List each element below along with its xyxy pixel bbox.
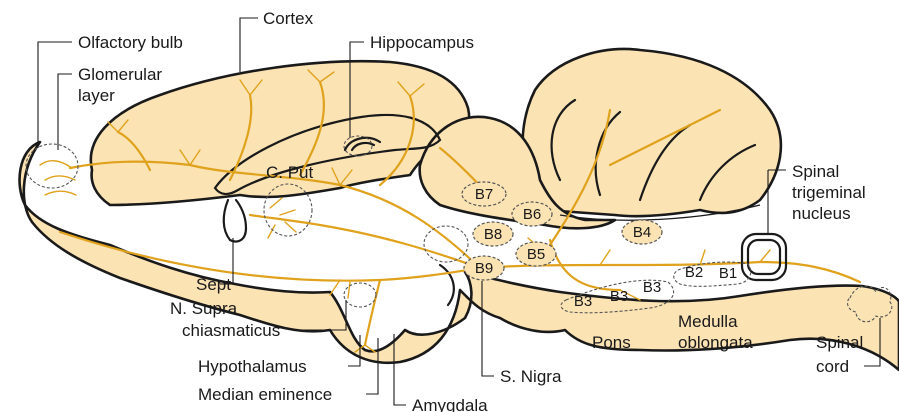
- label-spinal-cord-2: cord: [816, 357, 849, 376]
- label-glomerular-2: layer: [78, 86, 115, 105]
- label-hippocampus: Hippocampus: [370, 33, 474, 52]
- svg-text:B2: B2: [685, 264, 703, 281]
- label-olfactory-bulb: Olfactory bulb: [78, 33, 183, 52]
- nucleus-b9: B9: [464, 256, 504, 280]
- septum-fold: [224, 200, 246, 242]
- ventral-fold: [440, 265, 454, 305]
- label-spinal-cord-1: Spinal: [816, 333, 863, 352]
- svg-text:B4: B4: [633, 224, 651, 241]
- label-c-put: C. Put: [266, 163, 314, 182]
- svg-text:B3: B3: [610, 288, 628, 305]
- striatal-branch: [250, 215, 480, 268]
- nucleus-b2-b1: B2 B1: [674, 262, 751, 286]
- nucleus-b4: B4: [622, 220, 662, 244]
- nucleus-b8: B8: [473, 222, 513, 246]
- label-medulla-2: oblongata: [678, 333, 753, 352]
- label-glomerular-1: Glomerular: [78, 65, 162, 84]
- label-spinal-trig-3: nucleus: [792, 204, 851, 223]
- svg-text:B1: B1: [719, 265, 737, 282]
- leader-glomerular: [58, 74, 72, 150]
- label-median-eminence: Median eminence: [198, 385, 332, 404]
- olfactory-fibers: [40, 161, 76, 195]
- svg-text:B6: B6: [523, 206, 541, 223]
- hypothalamic-tract: [365, 280, 380, 345]
- label-n-supra-2: chiasmaticus: [182, 321, 280, 340]
- svg-text:B8: B8: [484, 226, 502, 243]
- svg-text:B3: B3: [574, 293, 592, 310]
- label-s-nigra: S. Nigra: [500, 367, 562, 386]
- leader-olfactory-bulb: [38, 42, 72, 148]
- glomerular-region: [26, 144, 78, 188]
- label-spinal-trig-2: trigeminal: [792, 183, 866, 202]
- label-pons: Pons: [592, 333, 631, 352]
- nucleus-b5: B5: [516, 242, 556, 266]
- svg-text:B5: B5: [527, 246, 545, 263]
- svg-text:B7: B7: [475, 186, 493, 203]
- leader-cortex: [240, 18, 258, 72]
- label-spinal-trig-1: Spinal: [792, 162, 839, 181]
- label-hypothalamus: Hypothalamus: [198, 357, 307, 376]
- nucleus-b7: B7: [462, 182, 506, 206]
- label-cortex: Cortex: [263, 9, 314, 28]
- brain-silhouette: [20, 49, 899, 370]
- label-medulla-1: Medulla: [678, 312, 738, 331]
- svg-text:B9: B9: [475, 260, 493, 277]
- cerebellum: [523, 49, 781, 216]
- label-n-supra-1: N. Supra: [170, 299, 238, 318]
- label-amygdala: Amygdala: [412, 396, 488, 412]
- nucleus-b6: B6: [512, 202, 552, 226]
- svg-text:B3: B3: [643, 279, 661, 296]
